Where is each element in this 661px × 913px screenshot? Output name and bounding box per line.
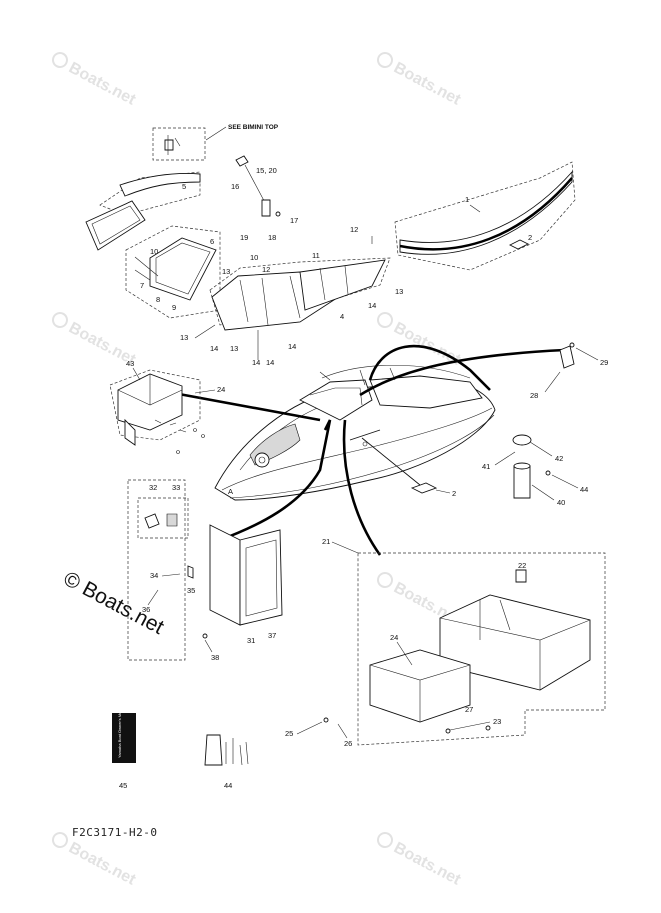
label-13d: 14 [288,342,296,351]
label-31: 31 [247,636,255,645]
label-44: 44 [224,781,232,790]
leader-lines [167,344,566,556]
label-2b: 2 [452,489,456,498]
label-29: 29 [600,358,608,367]
boat-hull: A [214,364,496,501]
label-35: 34 [150,571,158,580]
rail-group: 1 2 [394,161,576,271]
watermark-text: Boats.net [66,59,139,109]
label-21: 21 [322,537,330,546]
watermark-text: Boats.net [66,839,139,889]
label-42: 44 [580,485,588,494]
label-37: 36 [142,605,150,614]
label-13c: 13 [230,344,238,353]
label-3: 4 [340,312,344,321]
label-15-20: 15, 20 [256,166,277,175]
label-32: 38 [211,653,219,662]
hull-badge: A [228,487,233,496]
label-5: 6 [210,237,214,246]
label-9: 10 [150,247,158,256]
label-23: 23 [493,717,501,726]
label-25: 25 [285,729,293,738]
label-4: 5 [182,182,186,191]
label-40: 41 [482,462,490,471]
bimini-group: SEE BIMINI TOP 5 6 10 7 8 9 10 12 13 11 … [85,124,403,367]
door-group: 32 33 34 35 36 37 31 38 [127,479,283,662]
label-33: 32 [149,483,157,492]
label-13b: 13 [180,333,188,342]
label-12: 12 [262,265,270,274]
drawing-code: F2C3171-H2-0 [72,826,157,839]
watermark-text: Boats.net [391,839,464,889]
label-41: 42 [555,454,563,463]
label-17: 17 [290,216,298,225]
label-36: 35 [187,586,195,595]
see-bimini-top-note: SEE BIMINI TOP [228,124,279,131]
label-19: 19 [240,233,248,242]
label-27: 27 [465,705,473,714]
right-parts: 29 28 42 41 40 44 2 [410,342,608,507]
label-34: 33 [172,483,180,492]
label-12b: 13 [222,267,230,276]
label-13: 13 [395,287,403,296]
label-7: 8 [156,295,160,304]
label-6: 7 [140,281,144,290]
label-10: 10 [250,253,258,262]
label-22: 22 [518,561,526,570]
label-38: 37 [268,631,276,640]
label-10b: 11 [312,251,320,260]
label-45: 45 [119,781,127,790]
watermark-text: Boats.net [391,59,464,109]
engine-group: 21 22 24 25 26 27 23 [285,537,606,748]
label-11: 12 [350,225,358,234]
label-24b: 24 [390,633,398,642]
owners-manual-card [112,713,136,763]
label-26: 26 [344,739,352,748]
box-43-group: 43 24 [109,359,225,454]
label-14: 14 [368,301,376,310]
label-14b: 14 [210,344,218,353]
manual-tools: Yamaha Boat Owner's Manual WARNING 45 44 [112,684,249,790]
label-39: 40 [557,498,565,507]
label-14d: 14 [266,358,274,367]
label-16: 16 [231,182,239,191]
label-1: 1 [465,195,469,204]
manual-card-text: Yamaha Boat Owner's Manual WARNING [117,684,122,758]
label-24: 24 [217,385,225,394]
label-14c: 14 [252,358,260,367]
label-2: 2 [528,233,532,242]
label-8: 9 [172,303,176,312]
label-18: 18 [268,233,276,242]
label-28: 28 [530,391,538,400]
label-43: 43 [126,359,134,368]
